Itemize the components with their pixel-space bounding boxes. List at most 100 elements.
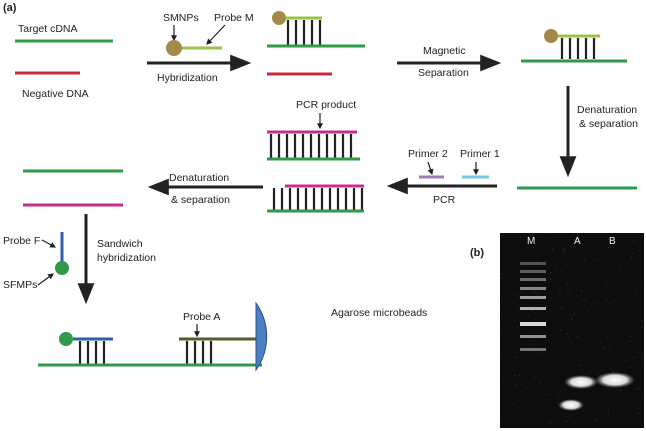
- gel-speckle: [551, 311, 553, 313]
- label-negative-dna: Negative DNA: [22, 88, 89, 100]
- gel-speckle: [514, 320, 515, 322]
- probe-m-pointer: [206, 24, 226, 45]
- sandwich-complex: [38, 301, 268, 372]
- gel-speckle: [596, 245, 598, 247]
- label-sandwich-2: hybridization: [97, 252, 156, 264]
- label-sandwich-1: Sandwich: [97, 238, 143, 250]
- gel-speckle: [520, 391, 521, 393]
- gel-speckle: [504, 296, 506, 298]
- gel-speckle: [514, 356, 516, 358]
- gel-speckle: [609, 301, 611, 303]
- gel-speckle: [515, 384, 517, 386]
- gel-speckle: [642, 397, 644, 399]
- gel-speckle: [535, 266, 537, 268]
- gel-speckle: [550, 334, 552, 336]
- gel-speckle: [584, 259, 586, 261]
- gel-speckle: [598, 348, 600, 350]
- gel-speckle: [522, 303, 524, 305]
- gel-speckle: [559, 294, 561, 296]
- gel-speckle: [539, 382, 541, 383]
- probe-f-pointer: [41, 239, 57, 248]
- gel-speckle: [535, 373, 537, 375]
- gel-speckle: [502, 380, 504, 381]
- gel-speckle: [581, 370, 583, 372]
- gel-speckle: [556, 269, 558, 271]
- gel-speckle: [550, 271, 552, 273]
- gel-speckle: [514, 375, 516, 377]
- gel-speckle: [573, 313, 575, 315]
- gel-speckle: [581, 290, 583, 292]
- ladder-lane-m: [520, 262, 546, 351]
- gel-speckle: [579, 359, 581, 361]
- gel-speckle: [635, 349, 637, 350]
- separated-complex: [521, 29, 627, 63]
- gel-speckle: [609, 329, 611, 331]
- gel-speckle: [534, 376, 536, 378]
- gel-speckle: [522, 370, 524, 372]
- gel-speckle: [594, 328, 596, 330]
- label-sfmps: SFMPs: [3, 279, 37, 291]
- gel-speckle: [567, 282, 568, 284]
- gel-speckle: [545, 393, 547, 395]
- gel-speckle: [514, 375, 516, 377]
- gel-speckle: [571, 314, 573, 316]
- gel-speckle: [558, 392, 560, 394]
- gel-speckle: [612, 425, 614, 427]
- gel-speckle: [611, 367, 613, 369]
- gel-speckle: [516, 326, 518, 328]
- gel-speckle: [609, 274, 610, 276]
- gel-speckle: [575, 294, 577, 296]
- gel-speckle: [541, 234, 543, 235]
- gel-speckle: [517, 282, 519, 284]
- hybridized-complex: [267, 11, 365, 48]
- gel-speckle: [586, 311, 588, 313]
- gel-speckle: [533, 292, 535, 294]
- gel-speckle: [618, 266, 620, 268]
- gel-speckle: [589, 250, 591, 252]
- gel-speckle: [639, 250, 641, 251]
- gel-speckle: [629, 367, 631, 369]
- gel-speckle: [512, 238, 514, 240]
- gel-speckle: [557, 286, 559, 288]
- gel-speckle: [535, 257, 537, 259]
- label-denaturation-2: & separation: [579, 118, 638, 130]
- gel-speckle: [618, 268, 620, 270]
- gel-speckle: [536, 311, 538, 313]
- panel-label-b: (b): [470, 247, 484, 259]
- gel-speckle: [512, 412, 514, 414]
- gel-speckle: [608, 238, 610, 240]
- gel-speckle: [633, 357, 635, 358]
- gel-speckle: [638, 388, 640, 390]
- gel-speckle: [570, 246, 572, 248]
- label-magnetic: Magnetic: [423, 45, 466, 57]
- gel-speckle: [566, 333, 568, 335]
- gel-speckle: [641, 326, 643, 328]
- gel-image: M A B: [500, 233, 644, 428]
- gel-speckle: [534, 363, 536, 365]
- gel-speckle: [570, 342, 572, 344]
- gel-speckle: [578, 297, 580, 299]
- gel-speckle: [637, 333, 639, 335]
- gel-speckle: [502, 314, 504, 316]
- gel-speckle: [508, 305, 510, 307]
- gel-speckle: [509, 283, 511, 285]
- sfmp-bead-bound: [59, 332, 73, 346]
- gel-speckle: [581, 275, 583, 277]
- gel-speckle: [527, 314, 529, 316]
- label-denaturation-left-1: Denaturation: [169, 172, 229, 184]
- gel-speckle: [629, 341, 630, 342]
- gel-speckle: [604, 253, 606, 255]
- primer-2-pointer: [427, 161, 434, 176]
- gel-speckle: [589, 283, 591, 285]
- panel-label-a: (a): [3, 2, 17, 14]
- gel-speckle: [637, 351, 639, 353]
- gel-speckle: [550, 278, 551, 280]
- gel-speckle: [550, 422, 552, 424]
- gel-speckle: [631, 252, 633, 254]
- gel-speckle: [563, 251, 565, 253]
- smnp-bead-separated: [544, 29, 558, 43]
- gel-speckle: [640, 285, 642, 287]
- gel-speckle: [587, 308, 589, 310]
- gel-speckle: [625, 275, 627, 277]
- gel-speckle: [518, 294, 519, 295]
